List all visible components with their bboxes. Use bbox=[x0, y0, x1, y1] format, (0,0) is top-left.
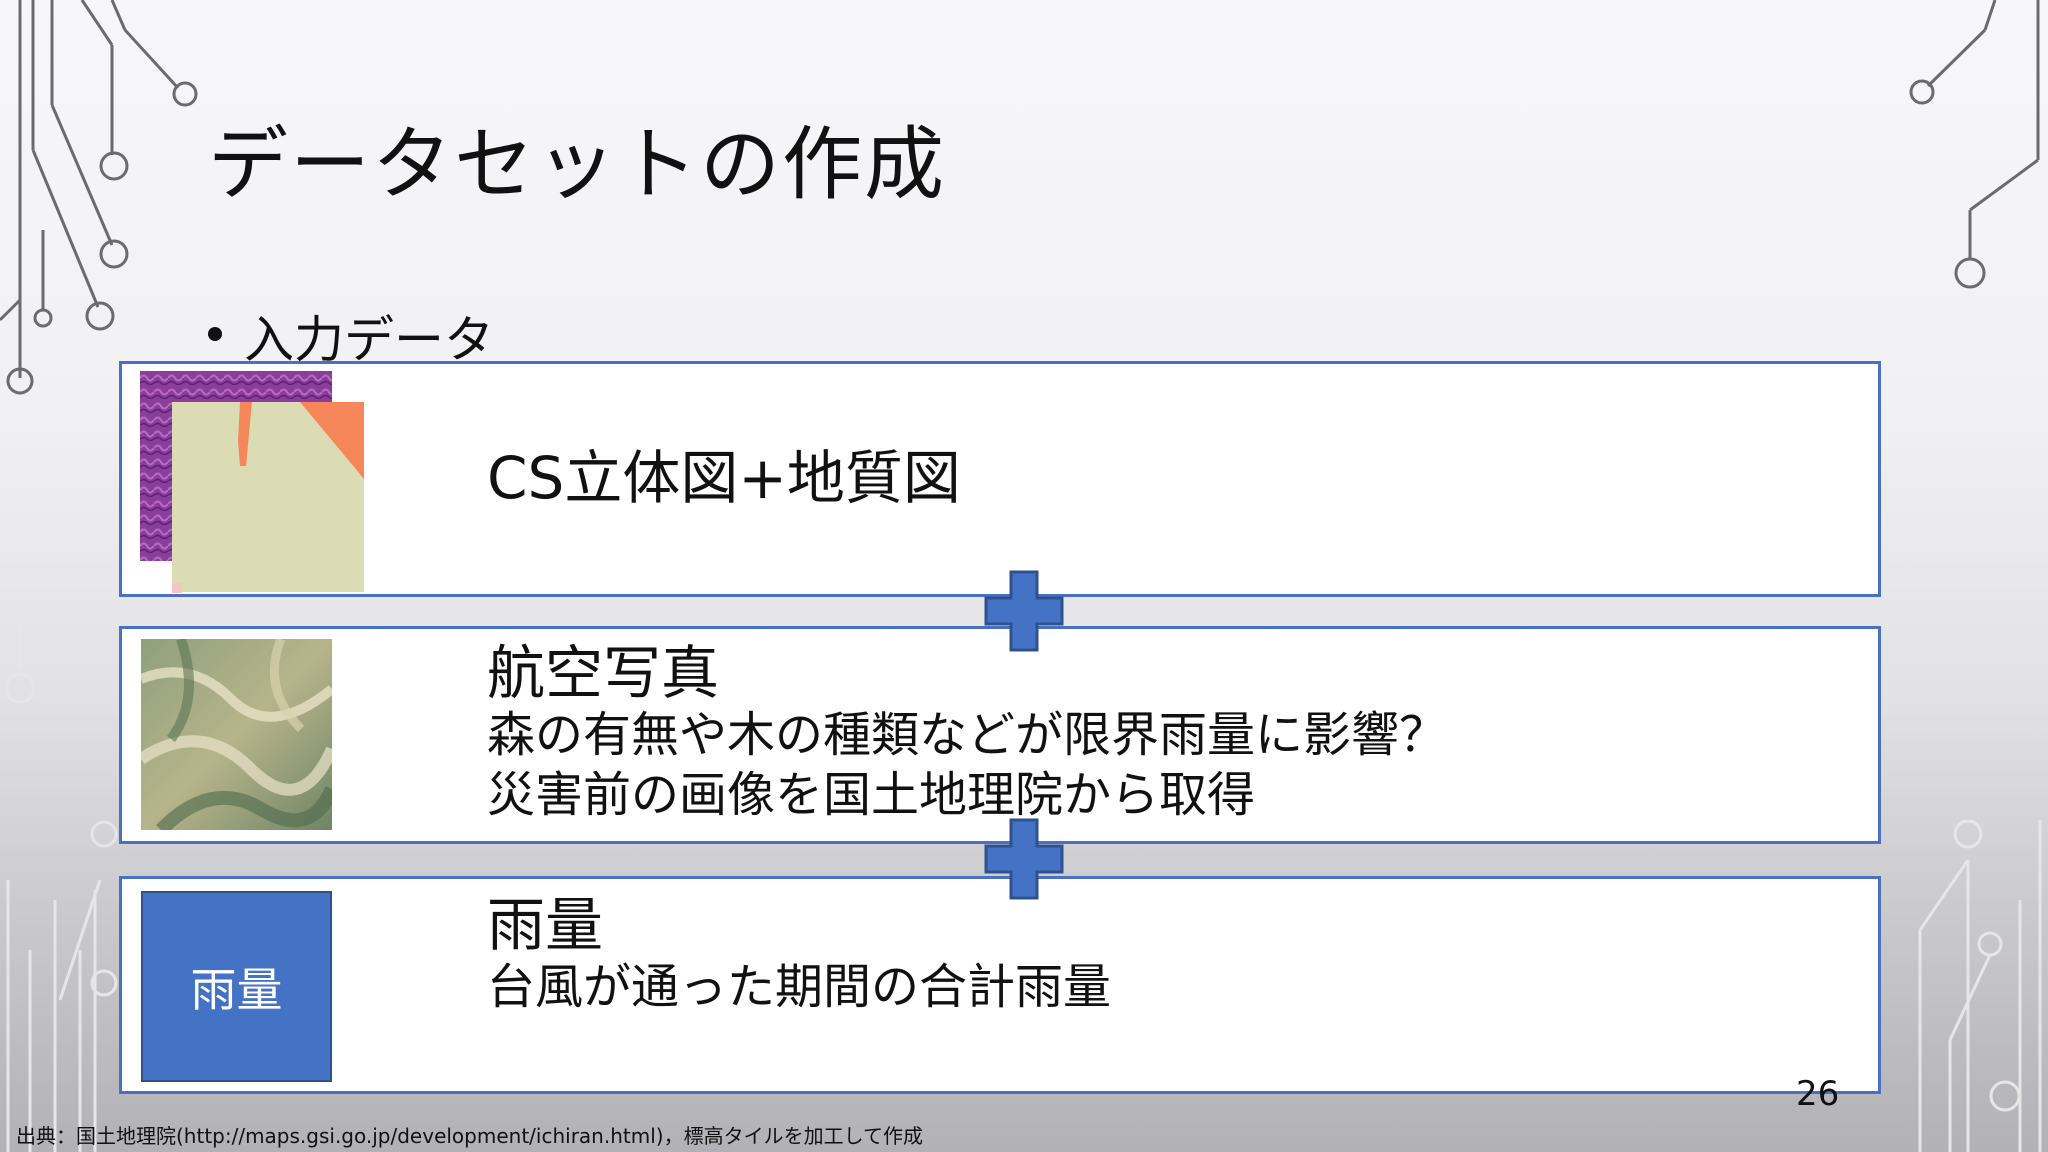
bullet-dot bbox=[208, 326, 222, 341]
page-number: 26 bbox=[1796, 1074, 1840, 1114]
panel-title: CS立体図+地質図 bbox=[487, 444, 961, 512]
bullet-label: 入力データ bbox=[244, 311, 494, 369]
panel-cs-geology: CS立体図+地質図 bbox=[119, 361, 1881, 597]
panel-line-1: 森の有無や木の種類などが限界雨量に影響？ bbox=[487, 707, 1448, 763]
panel-title: 航空写真 bbox=[487, 639, 720, 707]
panel-aerial-photo: 航空写真 森の有無や木の種類などが限界雨量に影響？ 災害前の画像を国土地理院から… bbox=[119, 626, 1881, 844]
panel-rainfall: 雨量 雨量 台風が通った期間の合計雨量 bbox=[119, 876, 1881, 1094]
panel-text: 航空写真 森の有無や木の種類などが限界雨量に影響？ 災害前の画像を国土地理院から… bbox=[487, 641, 1447, 825]
panel-text: CS立体図+地質図 bbox=[487, 446, 961, 510]
cs-relief-geology-image bbox=[140, 371, 364, 593]
source-citation: 出典：国土地理院(http://maps.gsi.go.jp/developme… bbox=[16, 1124, 923, 1148]
slide-title: データセットの作成 bbox=[208, 118, 946, 211]
panel-title: 雨量 bbox=[487, 891, 604, 959]
aerial-photo-image bbox=[141, 639, 332, 830]
bullet-item: 入力データ bbox=[208, 300, 494, 372]
panel-line-2: 災害前の画像を国土地理院から取得 bbox=[487, 767, 1256, 823]
rainfall-box: 雨量 bbox=[141, 891, 332, 1082]
panel-line-1: 台風が通った期間の合計雨量 bbox=[487, 959, 1112, 1015]
plus-icon bbox=[984, 818, 1064, 900]
plus-icon bbox=[984, 570, 1064, 652]
panel-text: 雨量 台風が通った期間の合計雨量 bbox=[487, 893, 1111, 1017]
